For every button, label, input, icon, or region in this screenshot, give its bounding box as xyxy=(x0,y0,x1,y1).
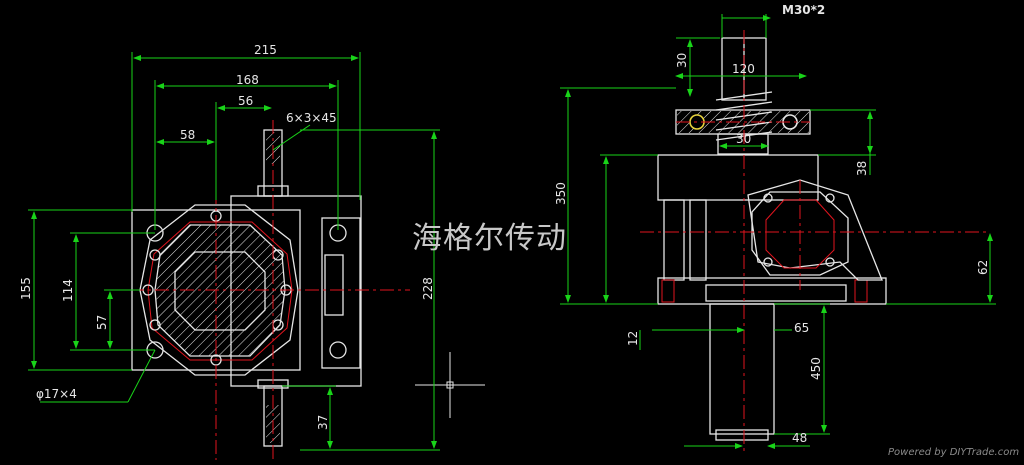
dim-width-flange: 168 xyxy=(236,73,259,87)
front-view xyxy=(130,120,485,460)
dim-12: 12 xyxy=(626,331,640,346)
bore-octagon xyxy=(174,251,266,331)
lower-tube xyxy=(709,303,775,435)
upper-housing xyxy=(657,154,819,201)
side-view xyxy=(640,30,990,452)
dim-height-155: 155 xyxy=(19,277,33,300)
dim-30-mid: 30 xyxy=(736,132,751,146)
side-boss xyxy=(321,217,361,369)
dim-height-114: 114 xyxy=(61,279,75,302)
dim-shaft-37: 37 xyxy=(316,415,330,430)
dim-holes: φ17×4 xyxy=(36,387,77,401)
dim-350: 350 xyxy=(554,182,568,205)
dim-56: 56 xyxy=(238,94,253,108)
worm-pitch xyxy=(765,199,835,269)
worm-housing xyxy=(747,179,883,281)
dim-thread: M30*2 xyxy=(782,3,825,17)
dim-height-228: 228 xyxy=(421,277,435,300)
mount-hole-br xyxy=(329,341,347,359)
base-plate xyxy=(657,277,887,305)
dim-38: 38 xyxy=(855,161,869,176)
front-dimensions: 215 168 56 58 6×3×45 155 114 57 228 37 φ xyxy=(19,43,440,451)
dim-58: 58 xyxy=(180,128,195,142)
dim-30-top: 30 xyxy=(675,53,689,68)
dim-62: 62 xyxy=(976,260,990,275)
side-dimensions: M30*2 30 120 30 38 350 62 12 65 450 xyxy=(554,3,996,449)
dim-width-overall: 215 xyxy=(254,43,277,57)
credit-text: Powered by DIYTrade.com xyxy=(888,447,1019,458)
dim-65: 65 xyxy=(794,321,809,335)
dim-keyway: 6×3×45 xyxy=(286,111,337,125)
worm-wheel-outer xyxy=(139,204,299,376)
worm-flange xyxy=(751,191,849,276)
pitch-outline xyxy=(147,221,293,361)
side-window xyxy=(324,254,344,316)
dim-120: 120 xyxy=(732,62,755,76)
dim-48: 48 xyxy=(792,431,807,445)
column-left xyxy=(663,199,685,281)
dim-height-57: 57 xyxy=(95,315,109,330)
dim-450: 450 xyxy=(809,357,823,380)
watermark-text: 海格尔传动 xyxy=(412,221,567,256)
